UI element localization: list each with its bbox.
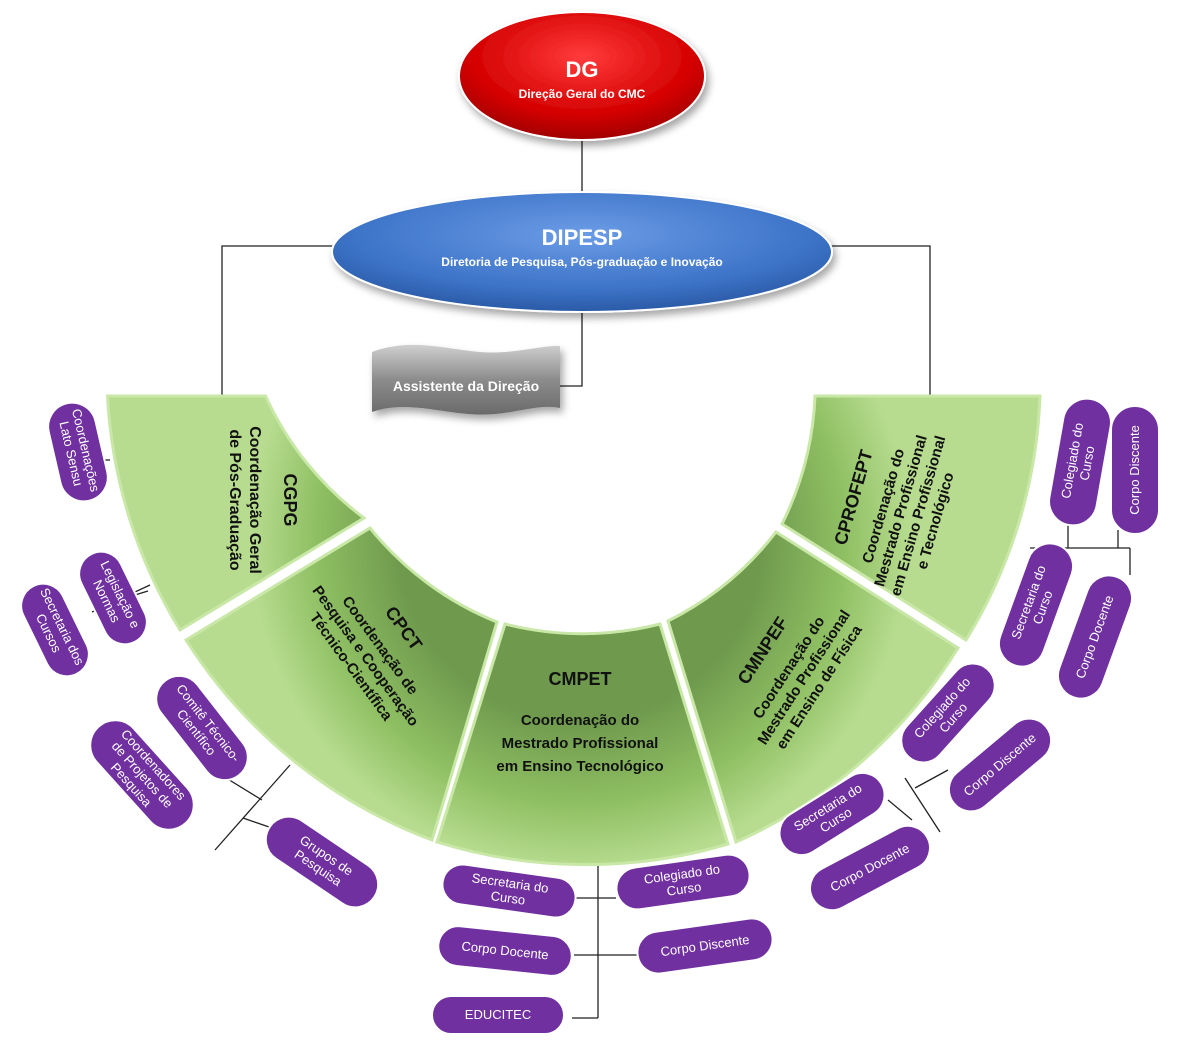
pill-text: Curso xyxy=(666,879,702,899)
segment-cpct xyxy=(183,526,499,842)
cmpet-label: CMPET Coordenação do Mestrado Profission… xyxy=(496,669,663,775)
dipesp-subtitle: Diretoria de Pesquisa, Pós-graduação e I… xyxy=(441,255,722,269)
cgpg-line-1: Coordenação Geral xyxy=(246,426,263,574)
pill-text: Curso xyxy=(490,888,526,908)
segment-cmpet xyxy=(435,622,730,867)
pill-shape xyxy=(264,815,380,909)
pill-text: EDUCITEC xyxy=(465,1007,531,1022)
segment-cgpg xyxy=(105,394,367,633)
pill-text: Curso xyxy=(1076,445,1097,482)
dg-title: DG xyxy=(566,57,599,82)
pill-shape xyxy=(615,853,751,911)
dg-subtitle: Direção Geral do CMC xyxy=(519,87,646,101)
dipesp-title: DIPESP xyxy=(542,225,623,250)
cmpet-line-2: Mestrado Profissional xyxy=(502,735,659,752)
cgpg-acronym: CGPG xyxy=(280,473,300,526)
pill-cmpet-docente: Corpo Docente xyxy=(437,925,573,977)
pill-shape xyxy=(809,824,931,912)
pill-cmpet-educitec: EDUCITEC xyxy=(431,995,565,1035)
pill-shape xyxy=(947,717,1053,813)
pill-cmpet-discente: Corpo Discente xyxy=(636,917,774,975)
pill-shape xyxy=(89,719,195,831)
pill-shape xyxy=(900,662,996,764)
pill-shape xyxy=(997,542,1075,668)
segment-cprofept xyxy=(780,394,1042,643)
pill-shape xyxy=(1056,574,1134,700)
pill-cprofept-docente: Corpo Docente xyxy=(1056,574,1134,700)
pill-shape xyxy=(437,925,573,977)
cgpg-line-2: de Pós-Graduação xyxy=(226,429,243,571)
pill-shape xyxy=(155,674,249,782)
connector-lines xyxy=(91,140,1131,1019)
dg-node xyxy=(458,11,706,141)
pill-shape xyxy=(431,995,565,1035)
pill-shape xyxy=(1048,397,1112,527)
pill-shape xyxy=(636,917,774,975)
assistant-label: Assistente da Direção xyxy=(393,378,539,394)
assistant-banner xyxy=(372,344,560,415)
pill-text: Corpo Discente xyxy=(1127,425,1142,515)
pill-shape xyxy=(47,401,109,503)
pill-shape xyxy=(778,771,886,857)
pill-shape xyxy=(78,550,148,646)
pill-cprofept-discente: Corpo Discente xyxy=(1110,405,1160,535)
pill-shape xyxy=(20,582,90,678)
cmpet-acronym: CMPET xyxy=(549,669,612,689)
pill-shape xyxy=(441,863,577,919)
pill-shape xyxy=(1110,405,1160,535)
cgpg-label: CGPG Coordenação Geral de Pós-Graduação xyxy=(226,426,300,574)
cmpet-line-1: Coordenação do xyxy=(521,712,639,729)
dipesp-node xyxy=(331,191,833,313)
cmpet-line-3: em Ensino Tecnológico xyxy=(496,758,663,775)
